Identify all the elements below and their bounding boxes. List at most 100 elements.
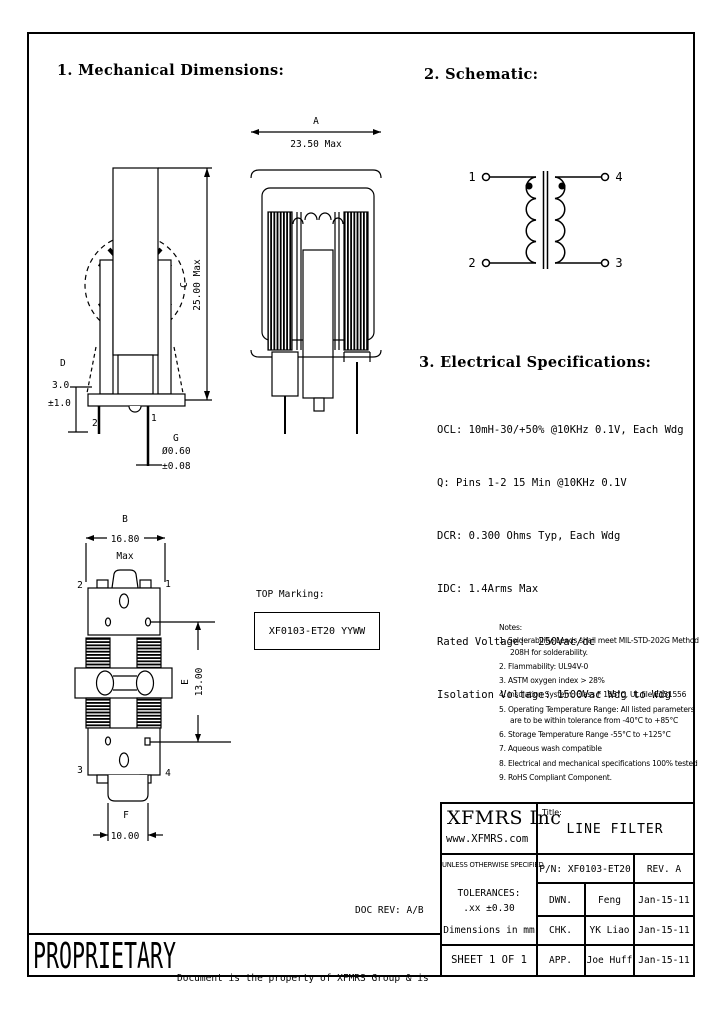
- note-item: 7. Aqueous wash compatible: [499, 744, 602, 754]
- spec-isolation-voltage: Isolation Voltage: 1500Vac Wdg to Wdg: [437, 689, 671, 701]
- proprietary-word-art: PROPRIETARY: [33, 936, 176, 976]
- section-heading-schematic: 2. Schematic:: [424, 66, 539, 83]
- title-label: Title:: [542, 808, 562, 817]
- dim-F-label: F: [123, 810, 129, 821]
- winding-right: [554, 176, 566, 264]
- dim-C-label: C: [179, 282, 190, 288]
- winding-left: [525, 176, 537, 264]
- mechanical-front-view: A 23.50 Max: [250, 116, 382, 434]
- tolerances-label: TOLERANCES:: [457, 888, 521, 899]
- electrical-specs-list: OCL: 10mH-30/+50% @10KHz 0.1V, Each Wdg …: [437, 400, 684, 742]
- sheet-info: SHEET 1 OF 1: [451, 954, 527, 966]
- dim-E-label: E: [180, 679, 191, 685]
- side-pin-label-1: 1: [151, 413, 157, 424]
- dim-G-value: Ø0.60: [162, 446, 191, 457]
- top-block: [87, 587, 161, 636]
- side-pin-label-2: 2: [92, 418, 98, 429]
- proprietary-word: PROPRIETARY: [33, 936, 176, 976]
- bobbin-flange-left: [99, 259, 114, 395]
- schematic-diagram: 1 2 4 3: [468, 170, 622, 270]
- date-dwn: Jan-15-11: [638, 895, 690, 906]
- core-leg: [112, 167, 159, 356]
- name-app: Joe Huff: [586, 955, 633, 966]
- dim-G-tol: ±0.08: [162, 461, 191, 472]
- schematic-pin-1: 1: [468, 170, 475, 184]
- note-item: 6. Storage Temperature Range -55°C to +1…: [499, 730, 671, 739]
- name-dwn: Feng: [598, 895, 621, 906]
- dim-D-label: D: [60, 358, 66, 369]
- dim-A-label: A: [313, 116, 319, 127]
- bottom-pin-label-4: 4: [165, 768, 171, 779]
- role-app: APP.: [549, 955, 572, 966]
- bottom-pin-label-3: 3: [77, 765, 83, 776]
- date-app: Jan-15-11: [638, 955, 690, 966]
- winding-band: [136, 697, 162, 729]
- proprietary-text-line1: Document is the property of XFMRS Group …: [177, 973, 429, 984]
- role-dwn: DWN.: [549, 895, 572, 906]
- top-marking-box: XF0103-ET20 YYWW: [254, 612, 380, 650]
- note-item: 2. Flammability: UL94V-0: [499, 661, 589, 671]
- spec-note: UNLESS OTHERWISE SPECIFIED: [442, 861, 544, 869]
- pin-terminal-1: [481, 172, 491, 182]
- spec-rated-voltage: Rated Voltage: 250Vac/dc: [437, 636, 596, 648]
- tolerance-value: .xx ±0.30: [463, 903, 515, 914]
- title-block: XFMRS Inc www.XFMRS.com Title: LINE FILT…: [440, 802, 695, 977]
- spec-q: Q: Pins 1-2 15 Min @10KHz 0.1V: [437, 477, 627, 489]
- polarity-dot: [525, 182, 533, 190]
- dim-D-tol: ±1.0: [48, 398, 71, 409]
- dim-E-value: 13.00: [194, 667, 205, 696]
- pin-terminal-3: [600, 258, 610, 268]
- winding-band-left: [267, 211, 293, 351]
- dim-G-label: G: [173, 433, 179, 444]
- dim-A-value: 23.50 Max: [290, 139, 342, 150]
- doc-rev: DOC REV: A/B: [355, 905, 424, 916]
- center-post: [302, 249, 334, 399]
- dim-C-value: 25.00 Max: [192, 259, 203, 311]
- bottom-pin-label-1: 1: [165, 579, 171, 590]
- date-chk: Jan-15-11: [638, 925, 690, 936]
- company-name: XFMRS Inc: [447, 807, 562, 829]
- dim-F-value: 10.00: [111, 831, 140, 842]
- part-title: LINE FILTER: [566, 822, 664, 837]
- winding-band: [136, 637, 162, 669]
- schematic-pin-2: 2: [468, 256, 475, 270]
- pin-terminal-2: [481, 258, 491, 268]
- dim-B-suffix: Max: [116, 551, 133, 562]
- foot-left: [271, 351, 299, 397]
- notes-title: Notes:: [499, 623, 522, 632]
- proprietary-box: PROPRIETARY Document is the property of …: [27, 933, 442, 984]
- spec-idc: IDC: 1.4Arms Max: [437, 583, 539, 595]
- note-item: 4. Insulation System: Class F 155°C, UL …: [499, 690, 687, 700]
- bobbin-flange-right: [157, 259, 172, 395]
- notes-section: Notes: 1. Solderability: Leads shall mee…: [499, 622, 706, 786]
- base: [87, 393, 186, 407]
- note-item: 5. Operating Temperature Range: All list…: [499, 704, 695, 725]
- schematic-pin-3: 3: [615, 256, 622, 270]
- top-marking-text: XF0103-ET20 YYWW: [268, 625, 366, 637]
- company-website: www.XFMRS.com: [446, 833, 529, 845]
- note-item: 8. Electrical and mechanical specificati…: [499, 758, 698, 768]
- schematic-pin-4: 4: [615, 170, 622, 184]
- note-item: 9. RoHS Compliant Component.: [499, 772, 612, 782]
- section-heading-mechanical: 1. Mechanical Dimensions:: [57, 62, 285, 79]
- mechanical-bottom-view: B 16.80 Max 2 1 3 4 E 13.00 F 10.00: [74, 514, 231, 842]
- note-item: 1. Solderability: Leads shall meet MIL-S…: [499, 636, 699, 657]
- dim-D-value: 3.0: [52, 380, 69, 391]
- top-marking-label: TOP Marking:: [256, 589, 325, 600]
- part-number: P/N: XF0103-ET20: [539, 864, 631, 875]
- name-chk: YK Liao: [589, 925, 630, 936]
- dim-B-label: B: [122, 514, 128, 525]
- bottom-pin-label-2: 2: [77, 580, 83, 591]
- role-chk: CHK.: [549, 925, 572, 936]
- flange-plate: [74, 667, 173, 699]
- section-heading-electrical: 3. Electrical Specifications:: [419, 354, 652, 371]
- revision: REV. A: [646, 864, 682, 875]
- dimensions-note: Dimensions in mm: [443, 925, 535, 936]
- bottom-block: [87, 727, 161, 776]
- pin-terminal-4: [600, 172, 610, 182]
- note-item: 3. ASTM oxygen index > 28%: [499, 676, 605, 685]
- winding-band: [85, 637, 111, 669]
- polarity-dot: [558, 182, 566, 190]
- winding-band-right: [343, 211, 369, 351]
